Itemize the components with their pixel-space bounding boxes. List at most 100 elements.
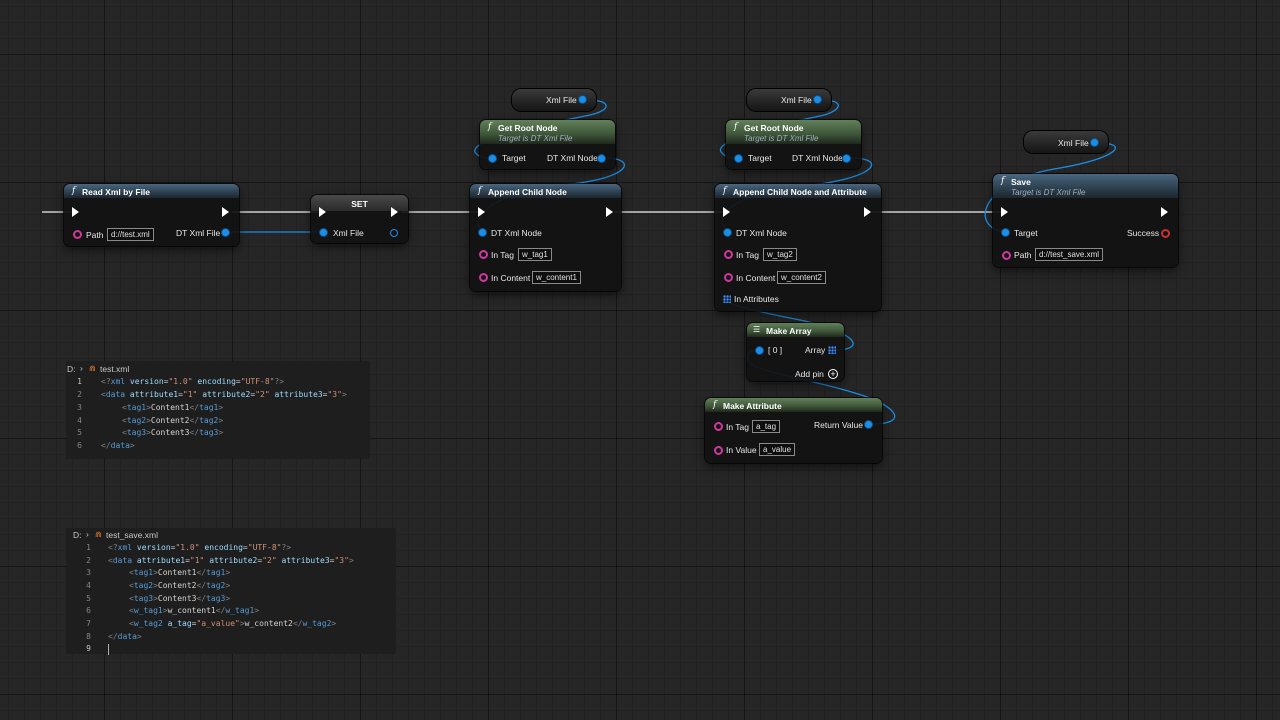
- path-input[interactable]: d://test_save.xml: [1035, 248, 1104, 261]
- line-number: 4: [77, 416, 82, 425]
- in-content-pin[interactable]: [724, 273, 733, 282]
- in-tag-pin[interactable]: [724, 250, 733, 259]
- dt-xml-node-label: DT Xml Node: [491, 228, 542, 238]
- breadcrumb-file[interactable]: test_save.xml: [106, 530, 158, 540]
- dt-xml-node-in-pin[interactable]: [479, 229, 486, 236]
- in-tag-pin[interactable]: [714, 422, 723, 431]
- xml-file-variable[interactable]: Xml File: [512, 89, 596, 111]
- append-child-node[interactable]: f Append Child Node DT Xml Node In Tag w…: [470, 184, 621, 291]
- xml-file-out-pin[interactable]: [579, 96, 586, 103]
- dt-xml-node-out-pin[interactable]: [598, 155, 605, 162]
- get-root-node-2[interactable]: f Get Root Node Target is DT Xml File Ta…: [726, 120, 861, 169]
- path-input[interactable]: d://test.xml: [107, 228, 154, 241]
- in-value-pin[interactable]: [714, 446, 723, 455]
- xml-file-out-pin[interactable]: [390, 229, 398, 237]
- exec-in-pin[interactable]: [723, 207, 730, 217]
- exec-out-pin[interactable]: [222, 207, 229, 217]
- dt-xml-node-label: DT Xml Node: [792, 153, 843, 163]
- node-title: Get Root Node: [498, 123, 558, 133]
- in-tag-pin[interactable]: [479, 250, 488, 259]
- exec-out-pin[interactable]: [391, 207, 398, 217]
- code-line[interactable]: <tag3>Content3</tag3>: [122, 428, 224, 437]
- read-xml-by-file-node[interactable]: f Read Xml by File Path d://test.xml DT …: [64, 184, 239, 246]
- node-header: f Save Target is DT Xml File: [993, 174, 1178, 198]
- xml-file-in-pin[interactable]: [320, 229, 327, 236]
- return-value-pin[interactable]: [865, 421, 872, 428]
- set-node[interactable]: SET Xml File: [311, 195, 408, 243]
- dt-xml-file-label: DT Xml File: [176, 228, 221, 238]
- xml-file-out-pin[interactable]: [1091, 139, 1098, 146]
- code-line[interactable]: <tag2>Content2</tag2>: [122, 416, 224, 425]
- code-line[interactable]: <tag1>Content1</tag1>: [122, 403, 224, 412]
- node-subtitle: Target is DT Xml File: [498, 134, 573, 143]
- code-line[interactable]: <data attribute1="1" attribute2="2" attr…: [108, 556, 354, 565]
- function-icon: f: [734, 122, 738, 132]
- save-node[interactable]: f Save Target is DT Xml File Target Succ…: [993, 174, 1178, 267]
- dt-xml-node-out-pin[interactable]: [843, 155, 850, 162]
- code-line[interactable]: </data>: [101, 441, 135, 450]
- exec-out-pin[interactable]: [1161, 207, 1168, 217]
- in-value-label: In Value: [726, 445, 757, 455]
- dt-xml-file-out-pin[interactable]: [222, 229, 229, 236]
- target-label: Target: [748, 153, 772, 163]
- code-line[interactable]: <?xml version="1.0" encoding="UTF-8"?>: [101, 377, 285, 386]
- element-0-label: [ 0 ]: [768, 345, 783, 355]
- add-pin-label[interactable]: Add pin: [795, 369, 824, 379]
- make-attribute-node[interactable]: f Make Attribute In Tag a_tag Return Val…: [705, 398, 882, 463]
- exec-out-pin[interactable]: [606, 207, 613, 217]
- line-number: 2: [86, 556, 91, 565]
- append-child-node-and-attribute[interactable]: f Append Child Node and Attribute DT Xml…: [715, 184, 881, 311]
- xml-file-out-pin[interactable]: [814, 96, 821, 103]
- exec-in-pin[interactable]: [1001, 207, 1008, 217]
- in-value-input[interactable]: a_value: [759, 443, 796, 456]
- code-line[interactable]: <w_tag1>w_content1</w_tag1>: [129, 606, 260, 615]
- in-content-input[interactable]: w_content1: [532, 271, 581, 284]
- line-number: 5: [77, 428, 82, 437]
- exec-in-pin[interactable]: [72, 207, 79, 217]
- target-pin[interactable]: [1002, 229, 1009, 236]
- breadcrumb-file[interactable]: test.xml: [100, 364, 130, 374]
- line-number: 6: [77, 441, 82, 450]
- node-header: f Append Child Node: [470, 184, 621, 198]
- code-line[interactable]: <w_tag2 a_tag="a_value">w_content2</w_ta…: [129, 619, 337, 628]
- xml-file-variable[interactable]: Xml File: [747, 89, 831, 111]
- line-number: 9: [86, 644, 91, 653]
- exec-out-pin[interactable]: [864, 207, 871, 217]
- dt-xml-node-in-pin[interactable]: [724, 229, 731, 236]
- array-grid-icon[interactable]: [723, 295, 731, 303]
- in-tag-input[interactable]: w_tag2: [763, 248, 797, 261]
- get-root-node-1[interactable]: f Get Root Node Target is DT Xml File Ta…: [480, 120, 615, 169]
- plus-circle-icon[interactable]: +: [828, 369, 838, 379]
- target-pin[interactable]: [489, 155, 496, 162]
- make-array-node[interactable]: ☰ Make Array [ 0 ] Array Add pin +: [747, 323, 844, 381]
- path-pin[interactable]: [1002, 251, 1011, 260]
- path-pin[interactable]: [73, 230, 82, 239]
- code-line[interactable]: </data>: [108, 632, 142, 641]
- code-line[interactable]: <?xml version="1.0" encoding="UTF-8"?>: [108, 543, 292, 552]
- code-line[interactable]: <tag2>Content2</tag2>: [129, 581, 231, 590]
- target-pin[interactable]: [735, 155, 742, 162]
- element-0-pin[interactable]: [756, 347, 763, 354]
- exec-in-pin[interactable]: [319, 207, 326, 217]
- code-line[interactable]: <data attribute1="1" attribute2="2" attr…: [101, 390, 347, 399]
- target-label: Target: [502, 153, 526, 163]
- node-header: f Make Attribute: [705, 398, 882, 412]
- breadcrumb-drive[interactable]: D:: [73, 530, 82, 540]
- code-editor-test-save-xml[interactable]: D: › ⋒ test_save.xml 1 2 3 4 5 6 7 8 9 <…: [66, 528, 396, 655]
- array-out-pin[interactable]: [828, 346, 836, 354]
- in-tag-input[interactable]: w_tag1: [518, 248, 552, 261]
- success-out-pin[interactable]: [1161, 229, 1170, 238]
- success-label: Success: [1127, 228, 1160, 238]
- code-line[interactable]: <tag3>Content3</tag3>: [129, 594, 231, 603]
- in-content-pin[interactable]: [479, 273, 488, 282]
- breadcrumb-drive[interactable]: D:: [67, 364, 76, 374]
- xml-file-variable[interactable]: Xml File: [1024, 131, 1108, 153]
- in-content-input[interactable]: w_content2: [777, 271, 826, 284]
- data-wire: [984, 142, 1117, 233]
- function-icon: f: [72, 186, 76, 196]
- line-number: 3: [77, 403, 82, 412]
- exec-in-pin[interactable]: [478, 207, 485, 217]
- code-line[interactable]: <tag1>Content1</tag1>: [129, 568, 231, 577]
- in-tag-input[interactable]: a_tag: [752, 420, 781, 433]
- code-editor-test-xml[interactable]: D: › ⋒ test.xml 1 2 3 4 5 6 <?xml versio…: [66, 361, 370, 459]
